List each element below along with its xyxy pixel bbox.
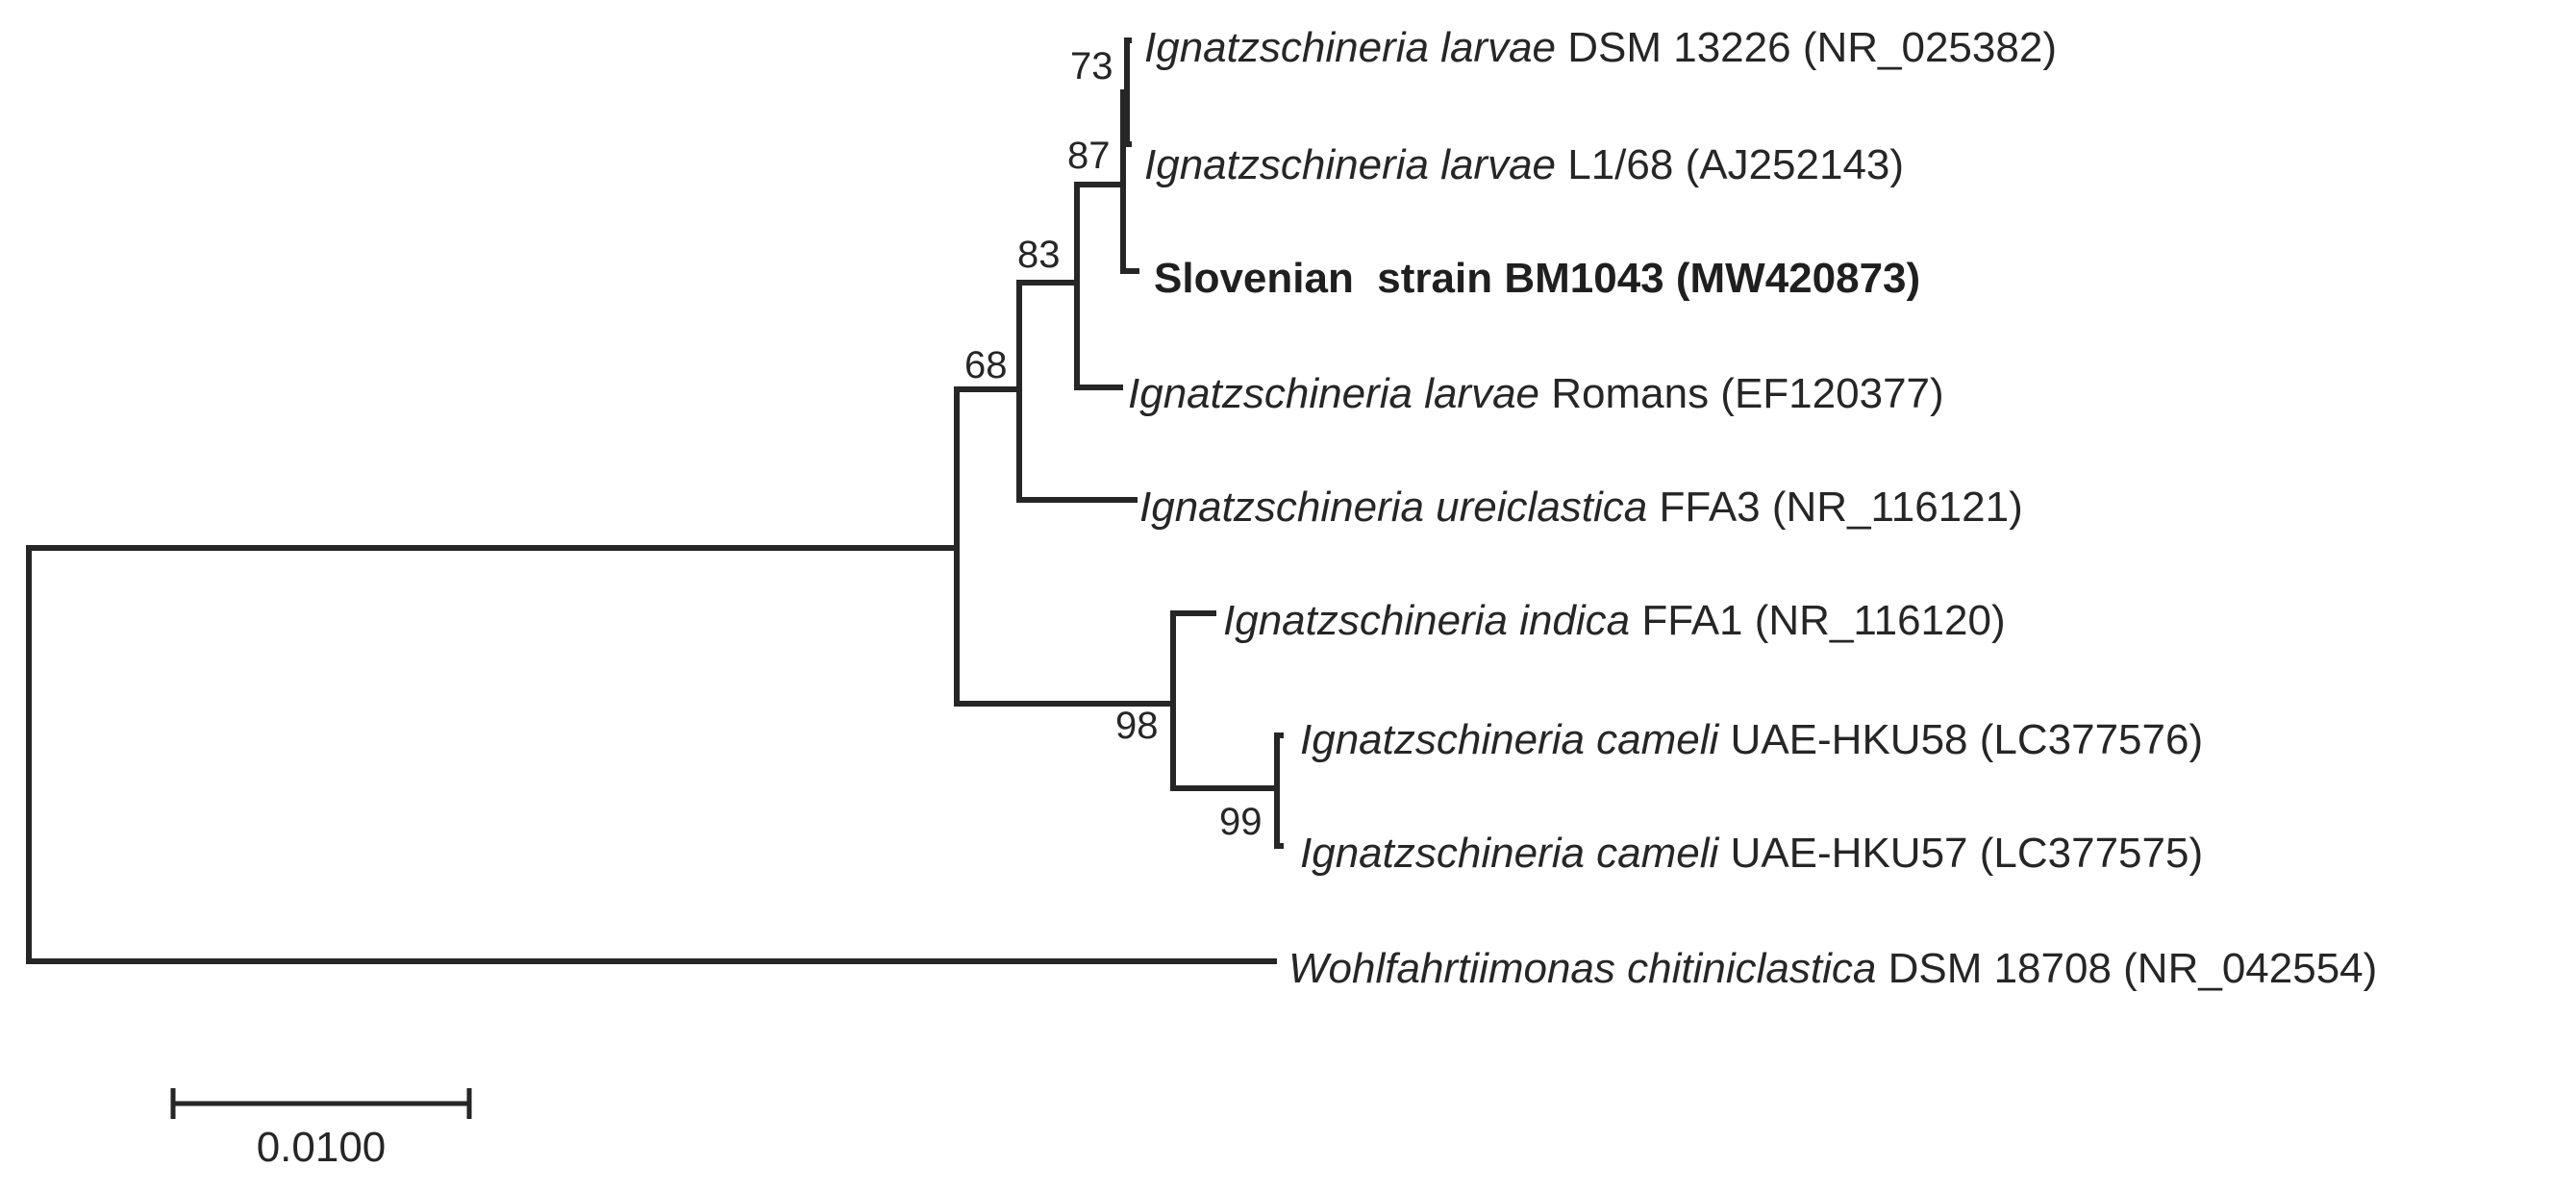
bootstrap-values: 73 87 83 68 98 99 [964,45,1263,843]
bootstrap-value: 99 [1219,801,1263,843]
taxon-label: Ignatzschineria cameli UAE-HKU58 (LC3775… [1300,716,2203,763]
taxon-label-highlighted: Slovenian strain BM1043 (MW420873) [1154,255,1920,302]
bootstrap-68-clade-branch [954,280,1138,503]
taxon-label: Ignatzschineria indica FFA1 (NR_116120) [1223,597,2006,644]
bootstrap-83-clade-branch [1016,182,1123,390]
bootstrap-99-clade-branch [1274,733,1284,849]
indica-cameli-clade-branch [954,610,1280,791]
taxon-label: Ignatzschineria larvae L1/68 (AJ252143) [1144,141,1904,188]
taxon-label: Ignatzschineria larvae DSM 13226 (NR_025… [1144,24,2057,71]
scale-bar-line [170,1088,472,1119]
taxon-label: Wohlfahrtiimonas chitiniclastica DSM 187… [1288,945,2377,992]
taxon-label: Ignatzschineria cameli UAE-HKU57 (LC3775… [1300,830,2203,877]
bootstrap-value: 83 [1017,234,1061,276]
bootstrap-73-clade-branch [1120,37,1132,147]
bootstrap-value: 68 [964,344,1008,386]
tree-branches [26,37,1284,964]
bootstrap-value: 73 [1070,45,1113,87]
scale-bar-label: 0.0100 [257,1124,387,1171]
scale-bar: 0.0100 [170,1088,472,1171]
bootstrap-87-clade-branch [1074,89,1139,274]
root-branch [26,545,1277,964]
taxon-label: Ignatzschineria larvae Romans (EF120377) [1128,370,1944,417]
taxon-label: Ignatzschineria ureiclastica FFA3 (NR_11… [1139,484,2023,531]
bootstrap-value: 87 [1067,135,1111,177]
taxon-labels: Ignatzschineria larvae DSM 13226 (NR_025… [1128,24,2377,992]
bootstrap-value: 98 [1115,705,1159,747]
